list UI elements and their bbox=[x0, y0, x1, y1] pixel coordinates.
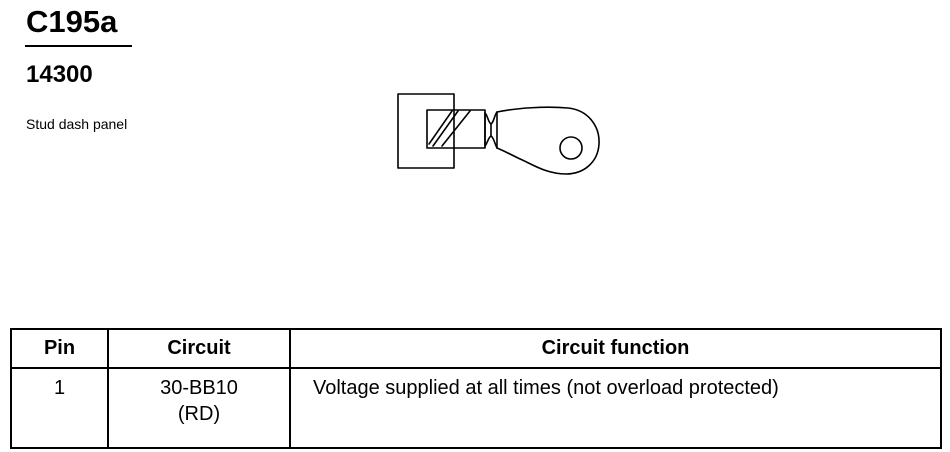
circuit-code: 30-BB10 bbox=[160, 377, 238, 399]
ring-terminal-body bbox=[496, 106, 600, 175]
connector-id: C195a bbox=[26, 4, 118, 39]
ring-terminal-diagram bbox=[397, 93, 600, 175]
connector-housing bbox=[397, 93, 455, 169]
column-header-circuit: Circuit bbox=[107, 328, 291, 369]
column-header-pin: Pin bbox=[10, 328, 109, 369]
circuit-function-cell: Voltage supplied at all times (not overl… bbox=[289, 367, 942, 449]
part-number: 14300 bbox=[26, 61, 93, 88]
table-header-row: Pin Circuit Circuit function bbox=[10, 328, 942, 369]
circuit-cell: 30-BB10 (RD) bbox=[107, 367, 291, 449]
pin-table: Pin Circuit Circuit function 1 30-BB10 (… bbox=[10, 328, 942, 449]
stud-hole bbox=[559, 136, 583, 160]
table-row: 1 30-BB10 (RD) Voltage supplied at all t… bbox=[10, 367, 942, 449]
terminal-neck-bottom bbox=[484, 135, 498, 149]
column-header-circuit-function: Circuit function bbox=[289, 328, 942, 369]
pin-cell: 1 bbox=[10, 367, 109, 449]
title-underline bbox=[25, 45, 132, 47]
connector-location: Stud dash panel bbox=[26, 116, 128, 132]
circuit-wire-color: (RD) bbox=[177, 403, 221, 425]
terminal-neck-top bbox=[484, 111, 498, 125]
